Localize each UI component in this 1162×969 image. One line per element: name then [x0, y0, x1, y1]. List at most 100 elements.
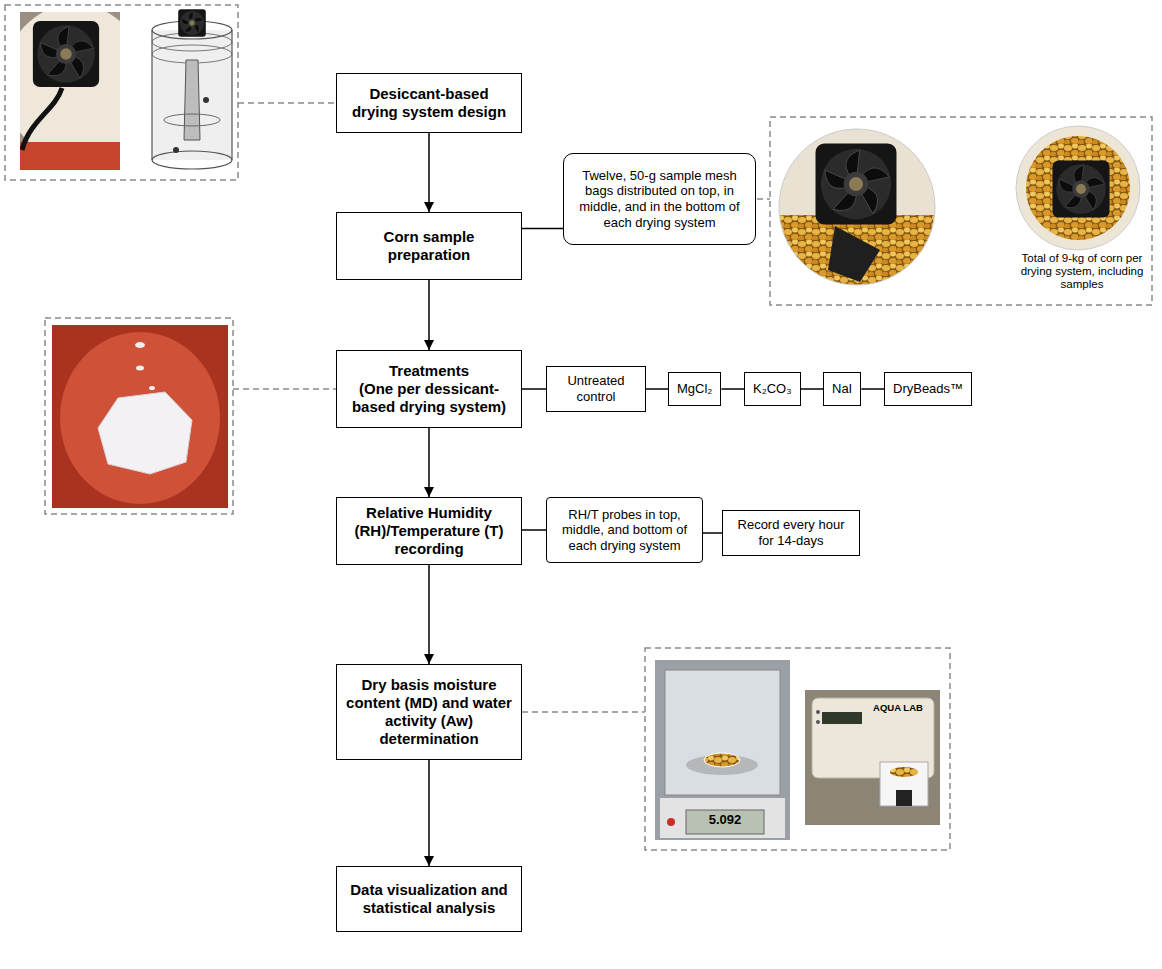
fan-cable — [22, 88, 62, 150]
process-box: Relative Humidity (RH)/Temperature (T) r… — [336, 497, 522, 565]
water-activity-meter-photo — [805, 690, 940, 825]
connector-line — [646, 388, 668, 390]
box-text: Record every hour for 14-days — [731, 517, 851, 548]
connector-line — [801, 388, 823, 390]
cylinder-side — [231, 30, 232, 160]
box-text: Data visualization and statistical analy… — [345, 881, 513, 917]
cylinder-base — [152, 151, 232, 169]
flow-arrow — [428, 133, 430, 212]
treatment-box: MgCl₂ — [668, 372, 721, 406]
note-box: Twelve, 50-g sample mesh bags distribute… — [563, 153, 756, 245]
center-tube — [184, 60, 200, 140]
photo-frame — [645, 648, 950, 850]
connector-line — [522, 388, 546, 390]
photo-frame — [770, 117, 1152, 305]
connector-line — [522, 529, 546, 531]
box-text: RH/T probes in top, middle, and bottom o… — [555, 507, 694, 554]
box-text: K₂CO₃ — [753, 381, 792, 397]
bucket-photo — [52, 325, 228, 508]
flow-arrow — [428, 280, 430, 350]
meter-button — [816, 720, 820, 724]
box-subtext: (One per dessicant-based drying system) — [345, 380, 513, 416]
fan-icon — [816, 144, 897, 225]
flow-arrow — [428, 428, 430, 497]
balance-base — [660, 798, 785, 838]
draft-shield — [665, 670, 780, 795]
note-box: Record every hour for 14-days — [722, 510, 860, 556]
bucket-wall — [1016, 126, 1140, 250]
treatment-box: K₂CO₃ — [744, 372, 801, 406]
photo-edge — [1016, 126, 1140, 250]
box-text: Twelve, 50-g sample mesh bags distribute… — [572, 168, 747, 230]
sample-cup — [890, 767, 918, 777]
box-text: Corn sample preparation — [345, 228, 513, 264]
photo-caption: Total of 9-kg of corn per drying system,… — [1018, 252, 1146, 292]
balance-display — [686, 810, 764, 834]
bucket-base — [20, 142, 120, 170]
cylinder-side — [151, 30, 152, 160]
vent-hole — [149, 386, 155, 390]
device-brand: AQUA LAB — [866, 703, 930, 714]
flow-arrow — [428, 760, 430, 866]
leader-line — [238, 102, 336, 104]
treatment-box: DryBeads™ — [884, 372, 972, 406]
vent-hole — [136, 366, 144, 371]
box-text: NaI — [832, 381, 852, 397]
leader-line — [233, 388, 336, 390]
vent-hole — [135, 342, 145, 348]
photo-ground — [655, 660, 790, 840]
sample-drawer — [880, 762, 928, 806]
fan-icon — [178, 9, 206, 37]
cylinder-body — [152, 30, 232, 160]
process-box: Corn sample preparation — [336, 212, 522, 280]
box-text: Desiccant-based drying system design — [345, 85, 513, 121]
bucket-wall — [52, 325, 228, 508]
corn-photo — [779, 129, 935, 285]
meter-display — [822, 712, 862, 724]
box-text: MgCl₂ — [677, 381, 712, 397]
desiccant-pouch — [98, 392, 192, 474]
connector-line — [522, 228, 563, 230]
meter-button — [816, 710, 820, 714]
photo-ground — [805, 690, 940, 825]
connector-line — [861, 388, 884, 390]
mesh-tray — [164, 114, 220, 126]
bucket-interior — [60, 332, 220, 504]
process-box: Treatments(One per dessicant-based dryin… — [336, 350, 522, 428]
fan-icon — [1052, 160, 1109, 217]
bucket-wall — [779, 129, 935, 285]
leader-line — [522, 711, 645, 713]
brand-dot — [667, 818, 675, 826]
corn-kernels — [1026, 136, 1130, 240]
bucket-photo — [20, 12, 120, 170]
probe-dot — [173, 147, 179, 153]
connector-line — [703, 532, 722, 534]
corn-kernels — [779, 215, 935, 285]
treatment-box: NaI — [823, 372, 861, 406]
flow-arrow — [428, 565, 430, 664]
box-text: Dry basis moisture content (MD) and wate… — [345, 676, 513, 748]
process-box: Dry basis moisture content (MD) and wate… — [336, 664, 522, 760]
photo-edge — [779, 129, 935, 285]
probe-dot — [203, 97, 209, 103]
fan-icon — [33, 21, 99, 87]
corn-photo — [1016, 126, 1140, 250]
connector-line — [721, 388, 744, 390]
cylinder-drawing — [152, 9, 232, 169]
display-reading: 5.092 — [686, 813, 764, 828]
process-box: Desiccant-based drying system design — [336, 73, 522, 133]
photo-frame — [45, 318, 233, 514]
box-text: Untreated control — [555, 373, 637, 404]
box-text: Treatments — [389, 362, 469, 380]
drawer-knob — [896, 790, 912, 806]
box-text: Relative Humidity (RH)/Temperature (T) r… — [345, 504, 513, 558]
treatment-box: Untreated control — [546, 366, 646, 412]
leader-line — [757, 198, 770, 200]
sample-dish — [704, 753, 740, 767]
box-text: DryBeads™ — [893, 381, 963, 397]
note-box: RH/T probes in top, middle, and bottom o… — [546, 497, 703, 563]
bucket-interior — [20, 12, 120, 160]
